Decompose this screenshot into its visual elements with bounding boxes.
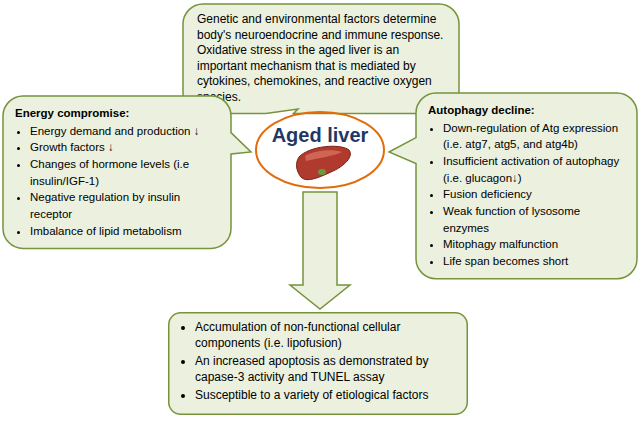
center-oval-outline (255, 111, 385, 189)
callout-bubble: Energy compromise:Energy demand and prod… (3, 96, 231, 248)
callout-bubble: Autophagy decline:Down-regulation of Atg… (416, 93, 637, 279)
bullet-item: Fusion deficiency (443, 186, 625, 203)
bullet-item: Mitophagy malfunction (443, 236, 625, 253)
bullet-item: Weak function of lysosome enzymes (443, 203, 625, 236)
bullet-item: Negative regulation by insulin receptor (30, 189, 219, 222)
bullet-item: Growth factors ↓ (30, 139, 219, 156)
oval-ground (255, 111, 385, 189)
liver-drawing (297, 146, 351, 179)
bullet-item: Susceptible to a variety of etiological … (195, 388, 456, 404)
bullet-list: Energy demand and production ↓Growth fac… (15, 123, 219, 240)
bullet-item: Life span becomes short (443, 253, 625, 270)
callout-bubble: Genetic and environmental factors determ… (183, 4, 459, 114)
bullet-list: Down-regulation of Atg expression (i.e. … (428, 120, 625, 270)
callout-text: Genetic and environmental factors determ… (197, 12, 445, 106)
bullet-list: Accumulation of non-functional cellular … (180, 320, 456, 404)
box-heading: Energy compromise: (15, 105, 219, 122)
bullet-item: An increased apoptosis as demonstrated b… (195, 354, 456, 385)
center-oval: Aged liver (255, 111, 385, 189)
block-arrow (290, 192, 350, 309)
bullet-item: Accumulation of non-functional cellular … (195, 320, 456, 351)
bullet-item: Imbalance of lipid metabolism (30, 223, 219, 240)
bullet-item: Energy demand and production ↓ (30, 123, 219, 140)
box-heading: Autophagy decline: (428, 102, 625, 119)
center-label: Aged liver (261, 123, 379, 147)
bullet-item: Insufficient activation of autophagy (i.… (443, 153, 625, 186)
bullet-item: Changes of hormone levels (i.e insulin/I… (30, 156, 219, 189)
result-box: Accumulation of non-functional cellular … (168, 312, 468, 415)
callout-bubble-outline (416, 93, 637, 279)
bullet-item: Down-regulation of Atg expression (i.e. … (443, 120, 625, 153)
